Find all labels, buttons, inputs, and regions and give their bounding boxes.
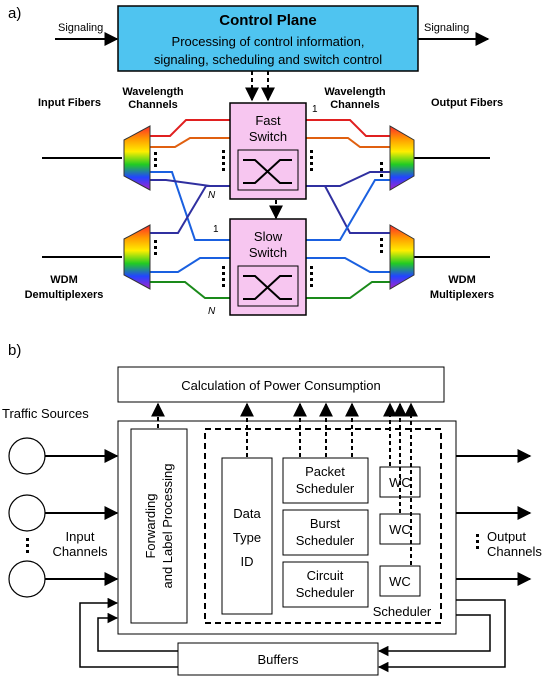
demux-top-icon xyxy=(123,125,151,191)
forwarding-label-2: and Label Processing xyxy=(160,463,175,588)
wavelength-right-2: Channels xyxy=(330,99,380,111)
output-channels-2: Channels xyxy=(487,544,542,559)
input-dots xyxy=(26,538,29,553)
demux-bottom-icon xyxy=(123,224,151,290)
data-type-3: ID xyxy=(241,554,254,569)
demux-label-1: WDM xyxy=(50,274,78,286)
wavelength-right-1: Wavelength xyxy=(324,86,386,98)
circuit-scheduler-1: Circuit xyxy=(307,568,344,583)
panel-a-label: a) xyxy=(8,5,21,22)
demux-label-2: Demultiplexers xyxy=(25,289,104,301)
traffic-source-2 xyxy=(8,494,46,532)
fast-port-1: 1 xyxy=(312,104,318,115)
slow-switch-label-1: Slow xyxy=(254,229,283,244)
wc-label-2: WC xyxy=(389,522,411,537)
buffers-label: Buffers xyxy=(258,652,299,667)
scheduler-label: Scheduler xyxy=(373,604,432,619)
forwarding-box xyxy=(130,428,188,624)
power-box xyxy=(117,366,445,403)
wavelength-left-1: Wavelength xyxy=(122,86,184,98)
mux-top-icon xyxy=(389,125,415,191)
signaling-in-label: Signaling xyxy=(58,22,103,34)
ellipsis-dots-a xyxy=(154,152,383,255)
traffic-source-3 xyxy=(8,560,46,598)
burst-scheduler-box xyxy=(282,509,369,556)
traffic-sources-label: Traffic Sources xyxy=(2,406,89,421)
data-type-box xyxy=(221,457,273,615)
fast-switch-dots xyxy=(222,150,313,171)
burst-scheduler-1: Burst xyxy=(310,516,341,531)
data-type-2: Type xyxy=(233,530,261,545)
slow-switch-box xyxy=(229,218,307,316)
buffers-box xyxy=(177,642,379,676)
output-channels-1: Output xyxy=(487,529,526,544)
panel-b-label: b) xyxy=(8,342,21,359)
packet-scheduler-1: Packet xyxy=(305,464,345,479)
input-channels-1: Input xyxy=(66,529,95,544)
slow-switch-cross-icon xyxy=(243,275,292,300)
input-channels-2: Channels xyxy=(53,544,108,559)
fast-switch-cross-icon xyxy=(243,159,292,184)
packet-scheduler-2: Scheduler xyxy=(296,481,355,496)
channel-lines xyxy=(150,119,390,299)
power-label: Calculation of Power Consumption xyxy=(181,378,380,393)
slow-port-n: N xyxy=(208,306,216,317)
wc-box-2 xyxy=(379,513,421,545)
burst-scheduler-2: Scheduler xyxy=(296,533,355,548)
feedback-in-inner xyxy=(97,612,178,652)
mux-label-2: Multiplexers xyxy=(430,289,494,301)
fast-switch-label-1: Fast xyxy=(255,113,281,128)
slow-switch-dots xyxy=(222,266,313,287)
mux-bottom-icon xyxy=(389,224,415,290)
feedback-out-inner xyxy=(377,614,491,657)
fast-switch-label-2: Switch xyxy=(249,129,287,144)
circuit-scheduler-box xyxy=(282,561,369,608)
wc-label-3: WC xyxy=(389,574,411,589)
traffic-source-1 xyxy=(8,437,46,475)
data-type-1: Data xyxy=(233,506,261,521)
control-plane-line1: Processing of control information, xyxy=(172,34,365,49)
fast-switch-box xyxy=(229,102,307,200)
wc-box-3 xyxy=(379,565,421,597)
slow-port-1: 1 xyxy=(213,224,219,235)
wavelength-left-2: Channels xyxy=(128,99,178,111)
output-dots xyxy=(476,534,479,549)
control-plane-box xyxy=(117,5,419,72)
feedback-out-outer xyxy=(377,599,506,673)
circuit-scheduler-2: Scheduler xyxy=(296,585,355,600)
scheduler-region xyxy=(204,428,442,624)
output-fibers-label: Output Fibers xyxy=(431,97,503,109)
slow-switch-inner xyxy=(237,265,299,307)
feedback-in-outer xyxy=(79,597,178,668)
control-plane-line2: signaling, scheduling and switch control xyxy=(154,52,382,67)
input-fibers-label: Input Fibers xyxy=(38,97,101,109)
signaling-out-label: Signaling xyxy=(424,22,469,34)
fast-switch-inner xyxy=(237,149,299,191)
control-plane-title: Control Plane xyxy=(219,12,317,29)
mux-label-1: WDM xyxy=(448,274,476,286)
slow-switch-label-2: Switch xyxy=(249,245,287,260)
packet-scheduler-box xyxy=(282,457,369,504)
forwarding-label-1: Forwarding xyxy=(143,493,158,558)
fast-port-n: N xyxy=(208,190,216,201)
